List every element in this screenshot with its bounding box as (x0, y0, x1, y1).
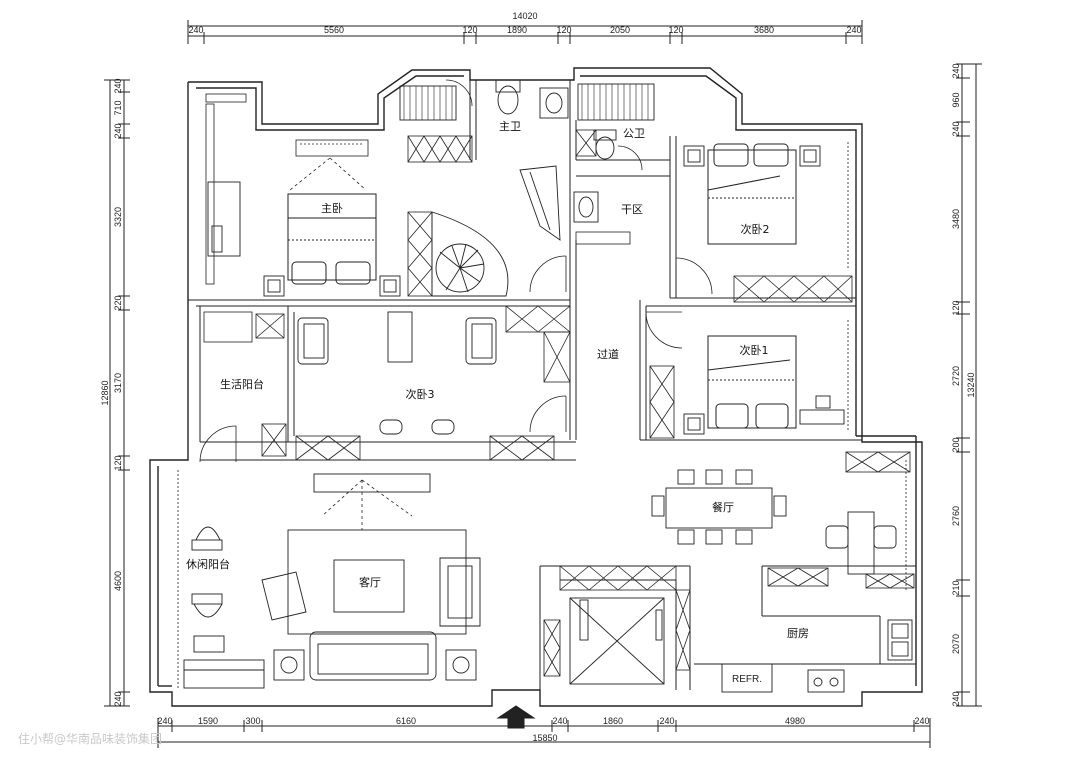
svg-text:240: 240 (846, 25, 861, 35)
svg-text:710: 710 (113, 100, 123, 115)
svg-text:240: 240 (188, 25, 203, 35)
entrance-arrow-icon (496, 705, 536, 729)
dimension-lines (104, 20, 982, 748)
svg-text:300: 300 (245, 716, 260, 726)
svg-text:960: 960 (951, 92, 961, 107)
svg-text:6160: 6160 (396, 716, 416, 726)
svg-text:3480: 3480 (951, 209, 961, 229)
furniture (183, 79, 913, 693)
svg-text:240: 240 (951, 121, 961, 136)
cabinets (203, 129, 915, 677)
svg-text:1590: 1590 (198, 716, 218, 726)
watermark: 住小帮@华南品味装饰集团 (18, 732, 163, 746)
bed-2 (707, 143, 797, 245)
dim-text-left: 12860 240 710 240 3320 220 3170 120 4600… (100, 78, 123, 706)
svg-text:13240: 13240 (966, 372, 976, 397)
room-labels: 主卫 公卫 主卧 干区 次卧2 次卧1 次卧3 生活阳台 过道 餐厅 客厅 休闲… (186, 120, 809, 685)
svg-text:210: 210 (951, 580, 961, 595)
label-master-bedroom: 主卧 (321, 202, 343, 215)
svg-text:2050: 2050 (610, 25, 630, 35)
label-public-bath: 公卫 (623, 127, 645, 140)
svg-text:120: 120 (462, 25, 477, 35)
svg-text:3320: 3320 (113, 207, 123, 227)
svg-text:4980: 4980 (785, 716, 805, 726)
svg-text:200: 200 (951, 437, 961, 452)
svg-text:2720: 2720 (951, 366, 961, 386)
label-bedroom-2: 次卧2 (741, 222, 770, 236)
svg-text:15850: 15850 (532, 733, 557, 743)
svg-text:5560: 5560 (324, 25, 344, 35)
label-utility-balcony: 生活阳台 (220, 377, 264, 391)
label-dining: 餐厅 (712, 500, 734, 514)
label-corridor: 过道 (597, 347, 619, 361)
label-living: 客厅 (359, 575, 381, 589)
svg-text:240: 240 (113, 691, 123, 706)
label-dry-area: 干区 (621, 203, 643, 216)
windows (177, 93, 907, 690)
bed-master (287, 193, 377, 285)
svg-text:120: 120 (113, 455, 123, 470)
interior-walls (188, 80, 916, 690)
outer-walls (149, 67, 923, 707)
svg-text:2760: 2760 (951, 506, 961, 526)
svg-text:240: 240 (113, 123, 123, 138)
dim-text-bottom: 240 1590 300 6160 240 1860 240 4980 240 … (157, 716, 929, 743)
dim-text-right: 13240 240 960 240 3480 120 2720 200 2760… (951, 63, 976, 706)
label-master-bath: 主卫 (499, 120, 521, 133)
svg-text:240: 240 (951, 691, 961, 706)
svg-text:4600: 4600 (113, 571, 123, 591)
label-bedroom-1: 次卧1 (740, 343, 769, 357)
doors (199, 79, 713, 463)
svg-text:3170: 3170 (113, 373, 123, 393)
svg-text:1860: 1860 (603, 716, 623, 726)
svg-text:120: 120 (951, 300, 961, 315)
svg-text:240: 240 (113, 78, 123, 93)
svg-text:120: 120 (668, 25, 683, 35)
dim-text-top: 14020 240 5560 120 1890 120 2050 120 368… (188, 11, 861, 35)
svg-text:2070: 2070 (951, 634, 961, 654)
label-bedroom-3: 次卧3 (406, 387, 435, 401)
svg-text:14020: 14020 (512, 11, 537, 21)
label-kitchen: 厨房 (787, 627, 809, 640)
bed-1 (707, 335, 797, 429)
svg-text:240: 240 (552, 716, 567, 726)
svg-text:1890: 1890 (507, 25, 527, 35)
svg-text:3680: 3680 (754, 25, 774, 35)
svg-text:220: 220 (113, 295, 123, 310)
svg-text:240: 240 (951, 63, 961, 78)
svg-text:120: 120 (556, 25, 571, 35)
svg-text:240: 240 (914, 716, 929, 726)
svg-text:240: 240 (157, 716, 172, 726)
svg-text:12860: 12860 (100, 380, 110, 405)
label-leisure-balcony: 休闲阳台 (186, 557, 230, 571)
label-fridge: REFR. (732, 674, 762, 685)
svg-text:240: 240 (659, 716, 674, 726)
